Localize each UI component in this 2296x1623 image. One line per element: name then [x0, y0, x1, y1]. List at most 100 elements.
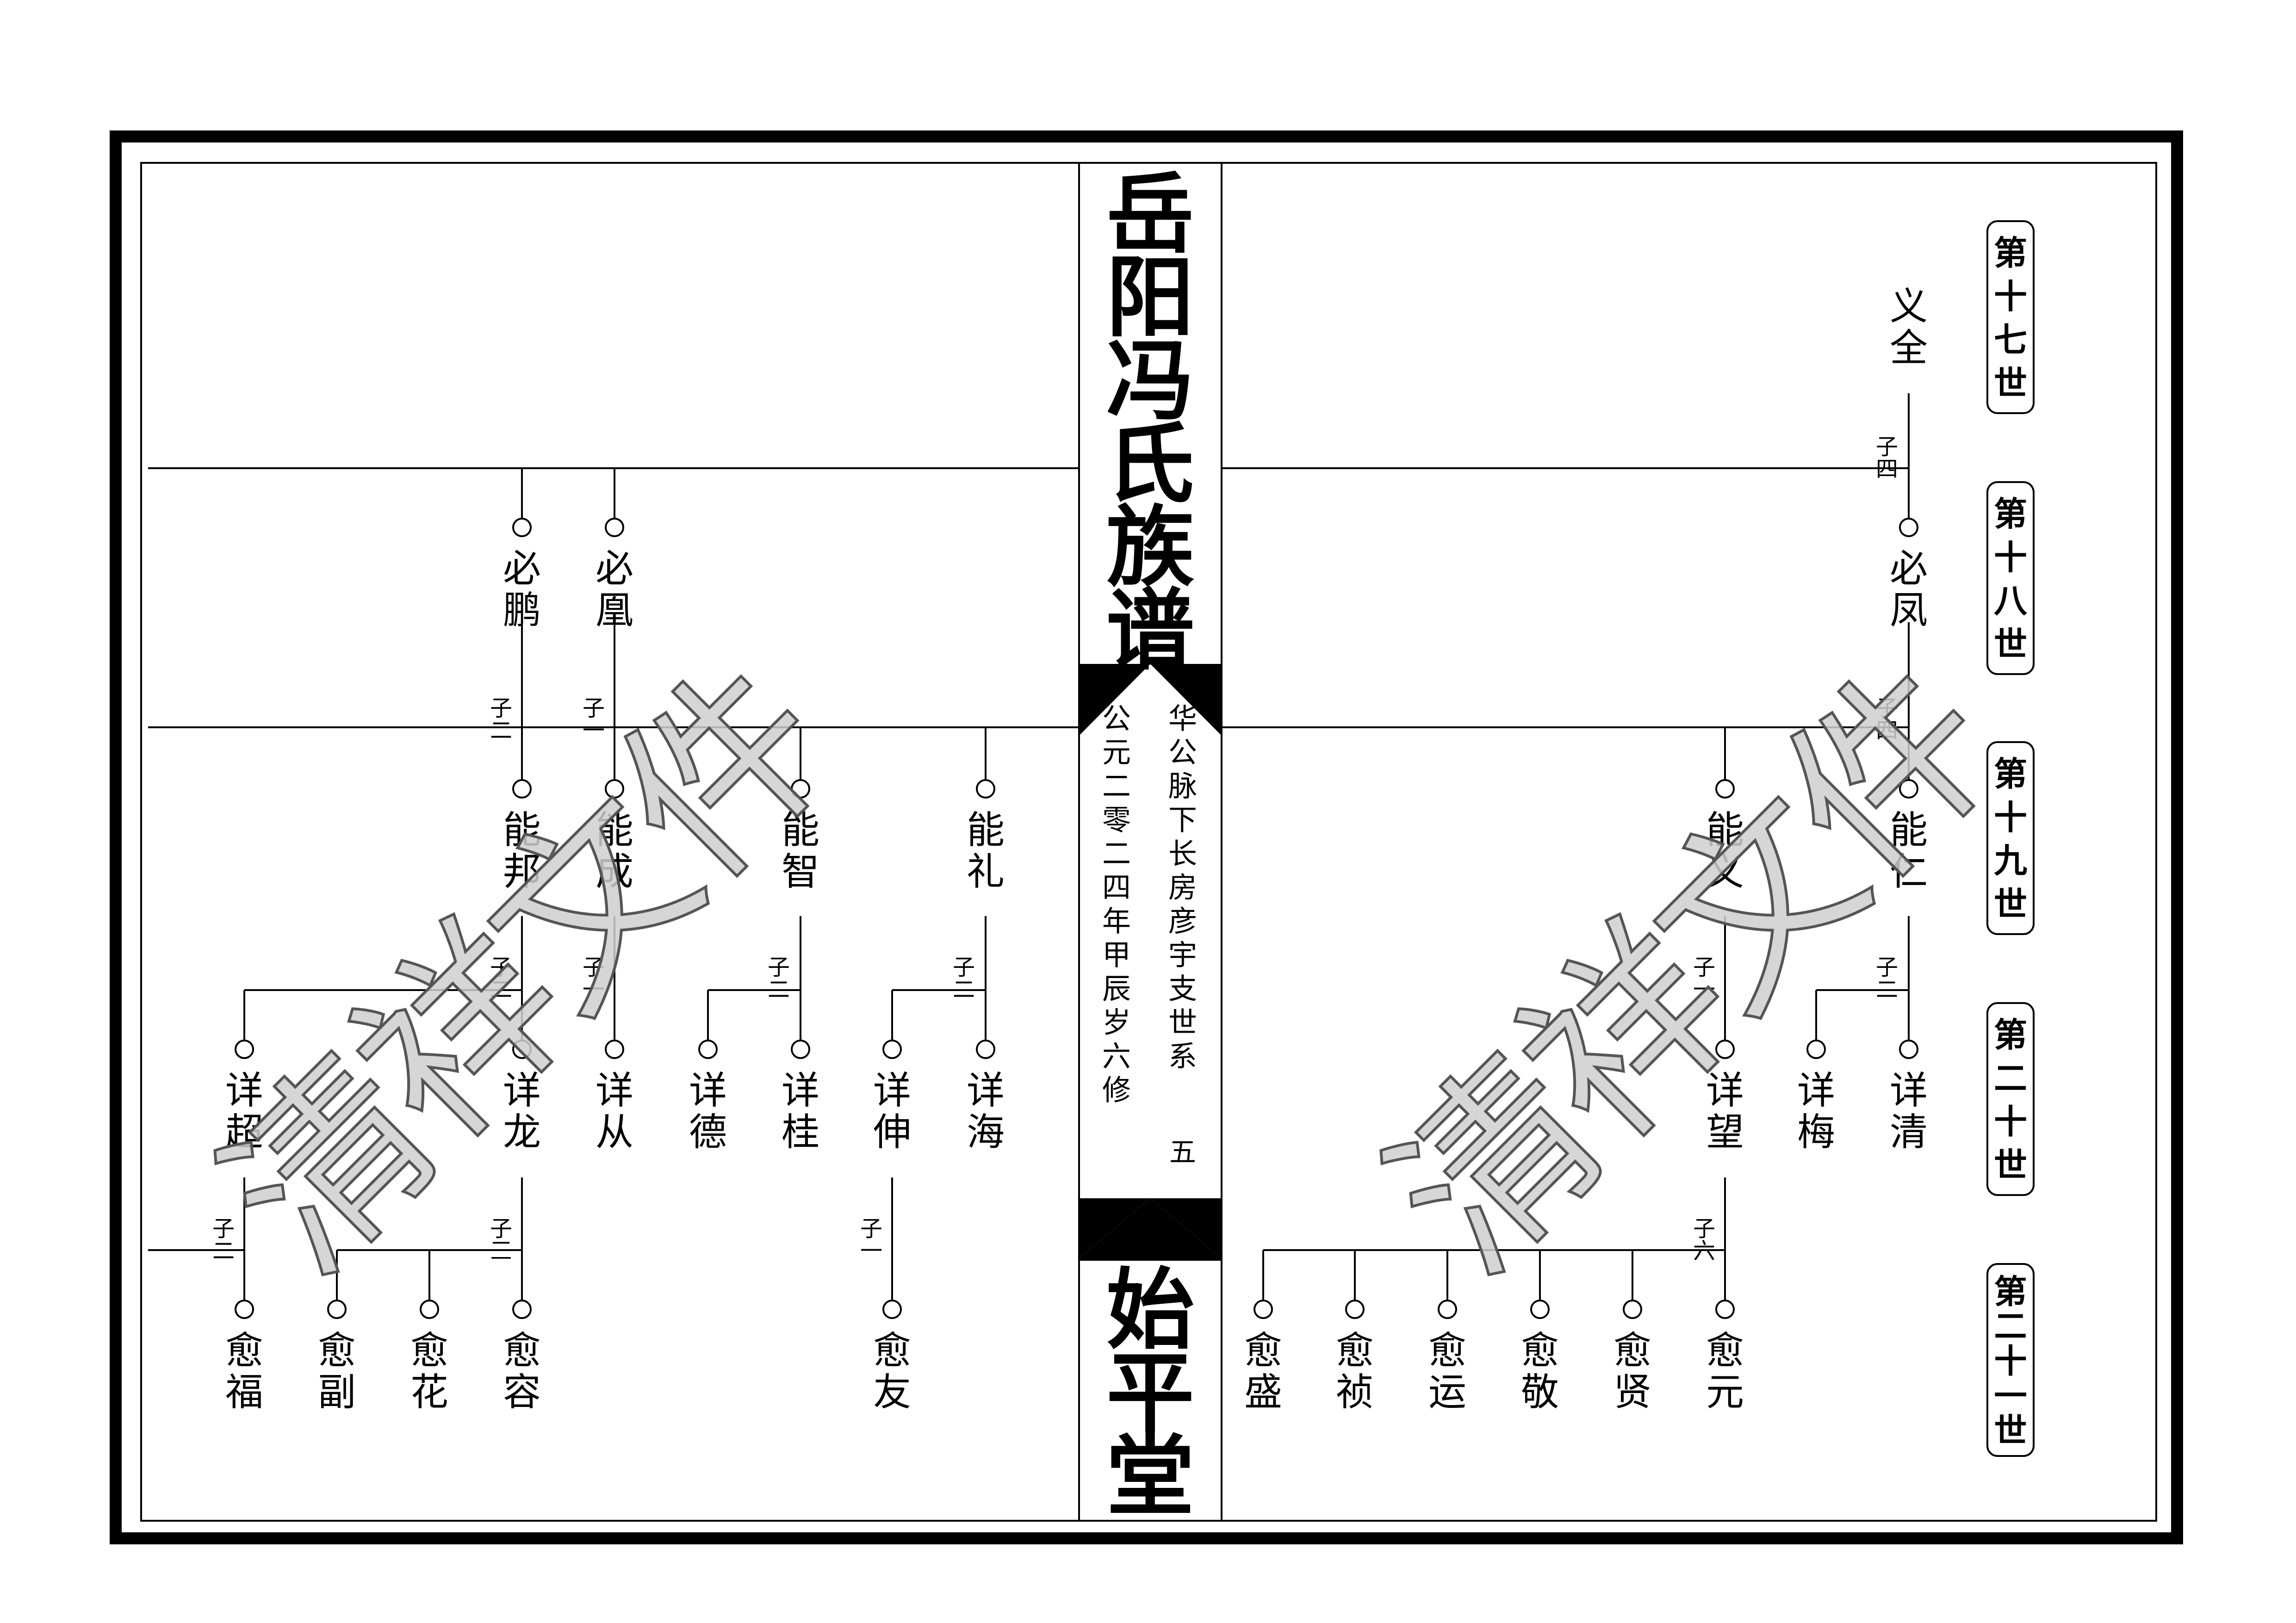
person-l_xiangshen: 详伸 [873, 1040, 911, 1154]
svg-text:二: 二 [768, 977, 790, 1003]
svg-text:望: 望 [1706, 1110, 1744, 1154]
svg-text:邦: 邦 [503, 850, 541, 894]
svg-text:堂: 堂 [1106, 1425, 1194, 1528]
svg-text:详: 详 [1797, 1069, 1835, 1113]
svg-text:愈: 愈 [225, 1329, 263, 1373]
child-count: 子一 [583, 954, 605, 1003]
svg-text:三: 三 [490, 1238, 512, 1264]
svg-text:二: 二 [490, 977, 512, 1003]
svg-text:子: 子 [768, 954, 790, 980]
svg-text:第: 第 [1994, 1272, 2027, 1311]
svg-text:愈: 愈 [1428, 1329, 1466, 1373]
svg-text:能: 能 [1890, 808, 1928, 852]
svg-text:甲: 甲 [1102, 938, 1131, 972]
person-r_yuxian: 愈贤 [1613, 1300, 1651, 1414]
svg-text:七: 七 [1994, 320, 2027, 359]
svg-text:一: 一 [583, 718, 605, 743]
svg-text:详: 详 [873, 1069, 911, 1113]
svg-text:子: 子 [1693, 954, 1715, 980]
person-r_xiangmei: 详梅 [1797, 1040, 1835, 1154]
person-l_yufu: 愈福 [225, 1300, 263, 1414]
svg-text:十: 十 [1994, 1102, 2027, 1141]
svg-text:义: 义 [1706, 850, 1744, 894]
svg-text:详: 详 [967, 1069, 1005, 1113]
person-l_bipeng: 必鹏 [503, 518, 541, 632]
svg-text:福: 福 [225, 1370, 263, 1414]
person-l_xiangde: 详德 [689, 1040, 727, 1154]
svg-text:六: 六 [1102, 1040, 1131, 1073]
child-count: 子四 [1876, 434, 1898, 482]
svg-text:智: 智 [782, 850, 819, 894]
svg-text:详: 详 [596, 1069, 633, 1113]
svg-text:祯: 祯 [1336, 1370, 1374, 1414]
svg-text:能: 能 [596, 808, 633, 852]
svg-text:愈: 愈 [1613, 1329, 1651, 1373]
spine-upper-fishtail [1079, 664, 1222, 736]
svg-text:贤: 贤 [1613, 1370, 1651, 1414]
person-l_nengbang: 能邦 [503, 779, 541, 894]
svg-text:愈: 愈 [1244, 1329, 1282, 1373]
svg-text:详: 详 [503, 1069, 541, 1113]
svg-text:十: 十 [1994, 277, 2027, 316]
svg-text:愈: 愈 [410, 1329, 448, 1373]
svg-text:子: 子 [1693, 1216, 1715, 1242]
svg-text:十: 十 [1994, 1342, 2027, 1381]
svg-text:义: 义 [1890, 285, 1928, 328]
child-count: 子二 [212, 1216, 235, 1264]
svg-text:详: 详 [1706, 1069, 1744, 1113]
svg-text:子: 子 [490, 954, 512, 980]
svg-text:仁: 仁 [1890, 850, 1928, 894]
svg-text:愈: 愈 [873, 1329, 911, 1373]
svg-text:第: 第 [1994, 1015, 2027, 1054]
svg-text:能: 能 [503, 808, 541, 852]
svg-text:一: 一 [1693, 977, 1715, 1003]
svg-text:十: 十 [1994, 798, 2027, 837]
svg-text:子: 子 [490, 695, 512, 721]
svg-text:二: 二 [212, 1238, 235, 1264]
svg-text:凤: 凤 [1890, 588, 1928, 632]
svg-text:四: 四 [1102, 871, 1131, 904]
svg-text:盛: 盛 [1244, 1370, 1282, 1414]
svg-text:族: 族 [1106, 496, 1194, 599]
svg-text:支: 支 [1168, 972, 1197, 1006]
person-r_nengyi: 能义 [1706, 779, 1744, 894]
inner-frame [140, 162, 2157, 1522]
person-l_xiangcong: 详从 [596, 1040, 633, 1154]
svg-text:详: 详 [225, 1069, 263, 1113]
svg-text:子: 子 [860, 1216, 882, 1242]
svg-text:系: 系 [1168, 1040, 1197, 1073]
person-l_yufu2: 愈副 [318, 1300, 356, 1414]
svg-text:友: 友 [873, 1370, 911, 1414]
person-r_xiangqing: 详清 [1890, 1040, 1928, 1154]
svg-text:修: 修 [1102, 1073, 1131, 1107]
svg-text:敬: 敬 [1521, 1370, 1559, 1414]
svg-text:花: 花 [410, 1370, 448, 1414]
person-r_yiquan: 义全 [1890, 285, 1928, 370]
person-l_yuhua: 愈花 [410, 1300, 448, 1414]
spine-title-lower-text: 始平堂 [1106, 1258, 1194, 1528]
child-count: 子四 [1876, 695, 1898, 743]
tree-nodes: 义全必凤能义能仁详望详梅详清愈盛愈祯愈运愈敬愈贤愈元必鹏必凰能邦能成能智能礼详超… [225, 285, 1928, 1414]
svg-text:容: 容 [503, 1370, 541, 1414]
svg-text:超: 超 [225, 1110, 263, 1154]
svg-text:德: 德 [689, 1110, 727, 1154]
svg-text:能: 能 [967, 808, 1005, 852]
svg-text:二: 二 [1102, 837, 1131, 871]
svg-text:一: 一 [860, 1238, 882, 1264]
person-r_bifeng: 必凤 [1890, 518, 1928, 632]
child-count: 子二 [768, 954, 790, 1003]
child-count: 子二 [1876, 954, 1898, 1003]
svg-text:海: 海 [967, 1110, 1005, 1154]
person-l_xianghai: 详海 [967, 1040, 1005, 1154]
svg-text:世: 世 [1168, 1006, 1197, 1040]
svg-text:世: 世 [1994, 884, 2027, 923]
svg-text:礼: 礼 [967, 850, 1005, 894]
svg-text:辰: 辰 [1102, 972, 1131, 1006]
